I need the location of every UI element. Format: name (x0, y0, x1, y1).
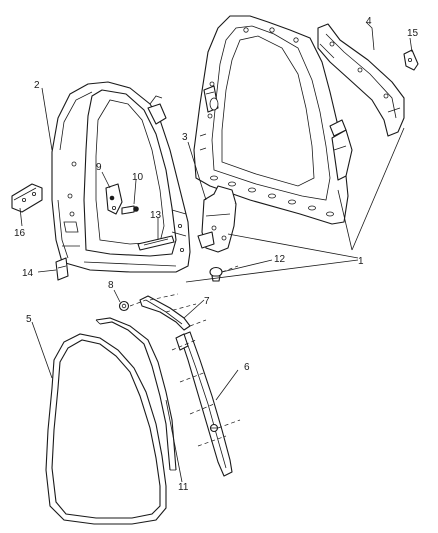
callout-3: 3 (182, 132, 188, 143)
part-12-plug (209, 266, 223, 282)
seal-screw (209, 423, 219, 433)
part-8-clip (118, 300, 130, 312)
callout-16: 16 (14, 228, 26, 239)
callout-2: 2 (34, 80, 40, 91)
part-10-bolt (121, 205, 139, 215)
callout-14: 14 (22, 268, 34, 279)
part-7-retainer (139, 295, 191, 331)
part-15-bracket (403, 49, 419, 71)
callout-13: 13 (150, 210, 162, 221)
callout-labels: 4 15 2 3 9 10 13 16 12 1 14 8 7 5 6 11 (14, 16, 419, 493)
callout-1: 1 (358, 256, 364, 267)
callout-11: 11 (178, 482, 189, 493)
part-9-striker (105, 183, 123, 215)
part-1-inner-aperture (193, 15, 353, 225)
callout-12: 12 (274, 254, 286, 265)
callout-5: 5 (26, 314, 32, 325)
callout-8: 8 (108, 280, 114, 291)
callout-10: 10 (132, 172, 144, 183)
part-3-pillar-bracket (197, 185, 237, 253)
callout-6: 6 (244, 362, 250, 373)
part-4-roof-rail (317, 23, 405, 137)
callout-4: 4 (366, 16, 372, 27)
leader-lines (19, 21, 413, 483)
part-13-sill-plate (137, 235, 175, 251)
part-5-door-seal (45, 333, 167, 525)
callout-7: 7 (204, 296, 210, 307)
callout-15: 15 (407, 28, 419, 39)
part-16-bracket (11, 183, 43, 213)
part-6-seal-channel (175, 331, 233, 477)
callout-9: 9 (96, 162, 102, 173)
part-11-pillar-strip (95, 317, 177, 471)
part-2-outer-panel (51, 81, 191, 273)
assembly-lines (129, 265, 241, 447)
part-14-bracket (55, 257, 69, 281)
